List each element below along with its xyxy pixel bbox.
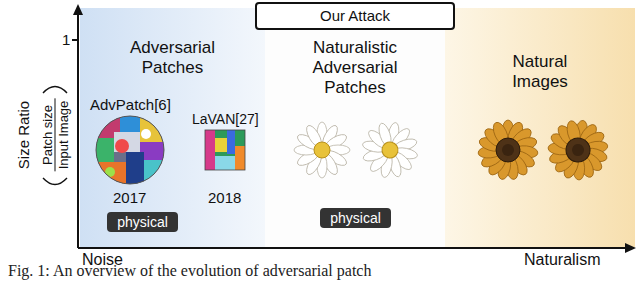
patch-label: 2018 — [208, 189, 241, 207]
badge-text: physical — [330, 209, 381, 227]
axis-title: Size Ratio — [15, 101, 33, 169]
band-title: Naturalistic Adversarial Patches — [280, 38, 430, 98]
badge-text: physical — [117, 213, 168, 231]
axis-tick: 1 — [62, 31, 70, 49]
axis-fraction: Patch sizeInput Image — [40, 99, 71, 172]
box-title: Our Attack — [271, 7, 439, 25]
category-band: Naturalistic Adversarial Patches physical — [265, 30, 445, 246]
patch-label: LaVAN[27] — [192, 111, 259, 128]
category-band: Natural Images — [445, 30, 635, 246]
figure-caption: Fig. 1: An overview of the evolution of … — [8, 262, 371, 279]
band-title: Adversarial Patches — [98, 38, 248, 78]
fraction-denominator: Input Image — [56, 99, 71, 172]
physical-badge: physical — [107, 212, 178, 232]
patch-label: AdvPatch[6] — [90, 96, 171, 114]
category-band: Adversarial Patches physical — [80, 30, 265, 246]
highlight-box: Our Attack — [255, 2, 455, 30]
patch-label: 2017 — [113, 189, 146, 207]
physical-badge: physical — [320, 208, 391, 228]
band-title: Natural Images — [490, 52, 590, 92]
axis-end-label: Naturalism — [524, 250, 600, 269]
fraction-numerator: Patch size — [40, 99, 56, 172]
